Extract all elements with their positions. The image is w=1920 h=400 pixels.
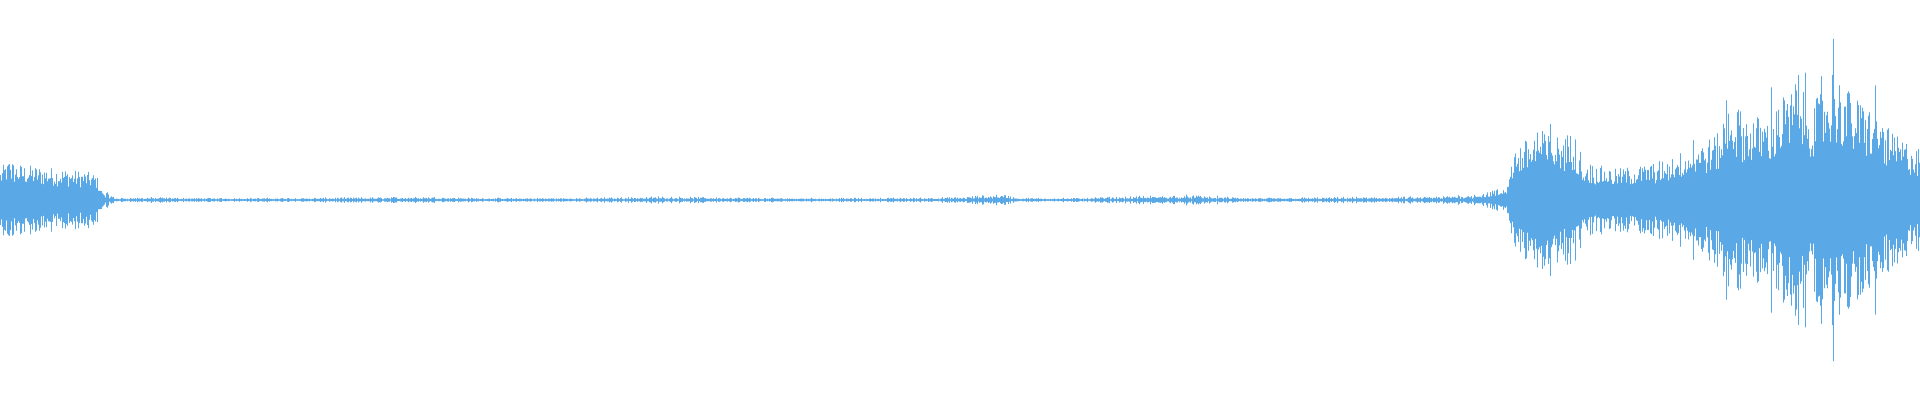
waveform-path <box>0 38 1920 362</box>
waveform-samples <box>0 38 1920 362</box>
